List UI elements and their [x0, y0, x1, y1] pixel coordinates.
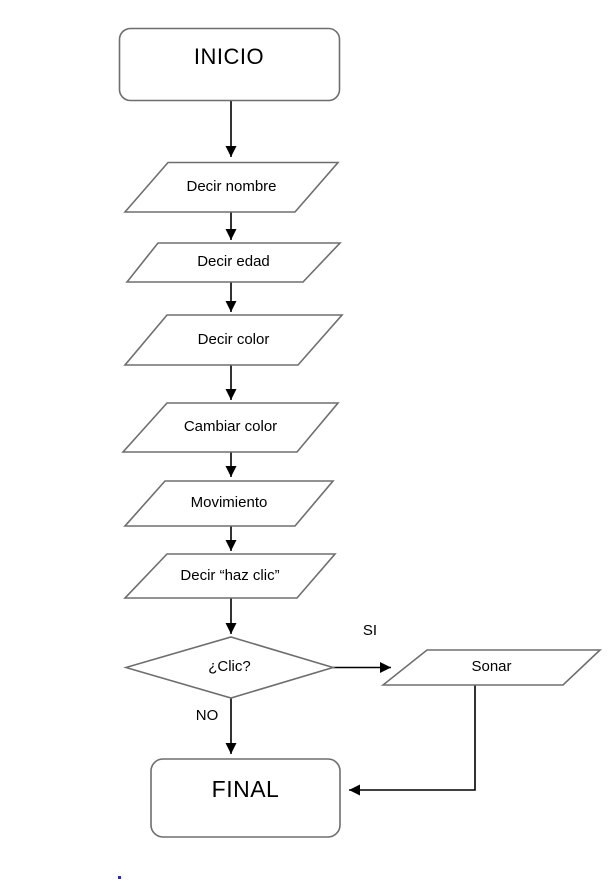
decir-nombre-label: Decir nombre	[186, 177, 277, 195]
clic-decision-label: ¿Clic?	[208, 658, 251, 676]
inicio-label: INICIO	[193, 43, 265, 69]
decir-color-label: Decir color	[197, 330, 270, 348]
decir-nombre-parallelogram-shape	[123, 161, 340, 213]
decir-edad-label: Decir edad	[197, 253, 270, 271]
blue-artifact-dot	[118, 876, 121, 879]
sonar-parallelogram-shape	[380, 649, 603, 686]
branch-label-no: NO	[195, 706, 219, 724]
final-label: FINAL	[211, 776, 280, 803]
arrow-sonar-to-final	[349, 685, 476, 796]
movimiento-label: Movimiento	[190, 494, 268, 512]
cambiar-color-label: Cambiar color	[183, 418, 278, 436]
movimiento-parallelogram-shape	[123, 480, 335, 527]
final-terminator-shape	[150, 758, 341, 838]
clic-decision-diamond-shape	[123, 636, 336, 699]
inicio-terminator-shape	[118, 27, 341, 102]
decir-haz-clic-label: Decir “haz clic”	[180, 566, 280, 584]
sonar-label: Sonar	[471, 658, 512, 676]
decir-color-parallelogram-shape	[123, 314, 344, 366]
decir-edad-parallelogram-shape	[125, 242, 342, 283]
cambiar-color-parallelogram-shape	[121, 402, 340, 453]
decir-haz-clic-parallelogram-shape	[123, 553, 337, 599]
branch-label-si: SI	[362, 621, 378, 639]
